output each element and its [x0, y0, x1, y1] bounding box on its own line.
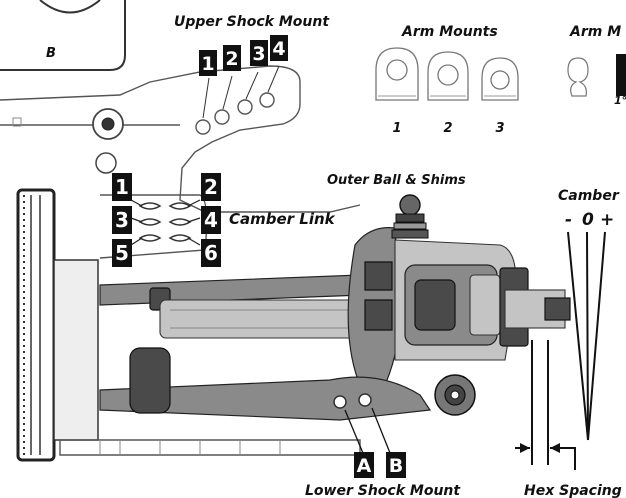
hex-spacing-indicator — [515, 340, 576, 470]
camber-tag-5: 5 — [115, 241, 129, 265]
upper-shock-tag-1-box — [199, 50, 217, 76]
hex-spacing-label: Hex Spacing — [524, 483, 622, 498]
outer-ball-shims — [391, 194, 429, 239]
camber-tag-6-box — [201, 239, 221, 267]
camber-tag-2: 2 — [204, 175, 218, 199]
arm-mount-cut-number: 1° — [614, 94, 626, 107]
upper-shock-mount-label: Upper Shock Mount — [174, 14, 330, 30]
hub-carrier — [347, 227, 401, 386]
lower-shock-tags: A B — [354, 452, 406, 478]
camber-lines — [567, 231, 606, 441]
camber-tag-1-box — [112, 173, 132, 201]
upper-shock-hole-2 — [214, 109, 230, 125]
arm-mount-number-1: 1 — [392, 121, 401, 136]
lower-shock-hole-b — [358, 393, 372, 407]
camber-link-label: Camber Link — [229, 210, 336, 228]
upper-shock-hole-1 — [195, 119, 211, 135]
outer-ball-shims-label: Outer Ball & Shims — [327, 173, 466, 188]
inset-b: B — [0, 0, 126, 71]
arm-mount-number-2: 2 — [443, 121, 452, 136]
camber-tag-4-box — [201, 206, 221, 234]
arm-mount-cut-part — [567, 54, 626, 97]
wheel-disc — [16, 188, 99, 462]
upper-shock-tag-4: 4 — [272, 38, 285, 60]
upper-shock-tag-3-box — [250, 40, 268, 66]
lower-shock-hole-a — [333, 395, 347, 409]
camber-tag-3: 3 — [115, 208, 129, 232]
screw-head-small — [95, 152, 117, 174]
upper-arm — [99, 274, 363, 339]
upper-shock-mount-holes — [195, 65, 280, 135]
camber-sign-minus: - — [565, 210, 572, 230]
camber-link-tags: 1 2 3 4 5 6 — [112, 173, 221, 267]
upper-shock-hole-3 — [237, 99, 253, 115]
arm-mount-1 — [375, 47, 419, 101]
upper-shock-tag-4-box — [270, 35, 288, 61]
upper-shock-tag-2-box — [223, 45, 241, 71]
arm-mount-number-3: 3 — [495, 121, 504, 136]
arm-mounts-label: Arm Mounts — [401, 24, 498, 40]
chassis-plate — [0, 65, 361, 213]
camber-sign-plus: + — [600, 210, 614, 230]
lower-shock-tag-a: A — [357, 455, 372, 477]
upper-shock-hole-4 — [259, 92, 275, 108]
arm-mount-3 — [481, 57, 519, 101]
camber-tag-1: 1 — [115, 175, 129, 199]
camber-sign-zero: 0 — [582, 210, 594, 230]
upper-shock-tag-1: 1 — [201, 53, 214, 75]
upper-shock-tag-2: 2 — [225, 48, 238, 70]
screw-hex-top — [101, 117, 115, 131]
camber-tag-6: 6 — [204, 241, 218, 265]
lower-shock-tag-b: B — [389, 455, 403, 477]
camber-tag-2-box — [201, 173, 221, 201]
upper-shock-tag-3: 3 — [252, 43, 265, 65]
arm-mounts-cut-label: Arm M — [569, 24, 621, 40]
lower-arm — [99, 347, 476, 459]
knuckle — [394, 239, 571, 361]
lower-shock-tag-b-box — [386, 452, 406, 478]
camber-tag-4: 4 — [204, 208, 218, 232]
lower-shock-mount-label: Lower Shock Mount — [305, 483, 461, 498]
base-frame — [59, 439, 361, 456]
lower-shock-tag-a-box — [354, 452, 374, 478]
arm-mount-2 — [427, 51, 469, 101]
inset-letter: B — [46, 46, 56, 61]
camber-label: Camber — [558, 188, 620, 204]
camber-tag-5-box — [112, 239, 132, 267]
camber-tag-3-box — [112, 206, 132, 234]
upper-shock-tags: 1 2 3 4 — [199, 35, 288, 76]
